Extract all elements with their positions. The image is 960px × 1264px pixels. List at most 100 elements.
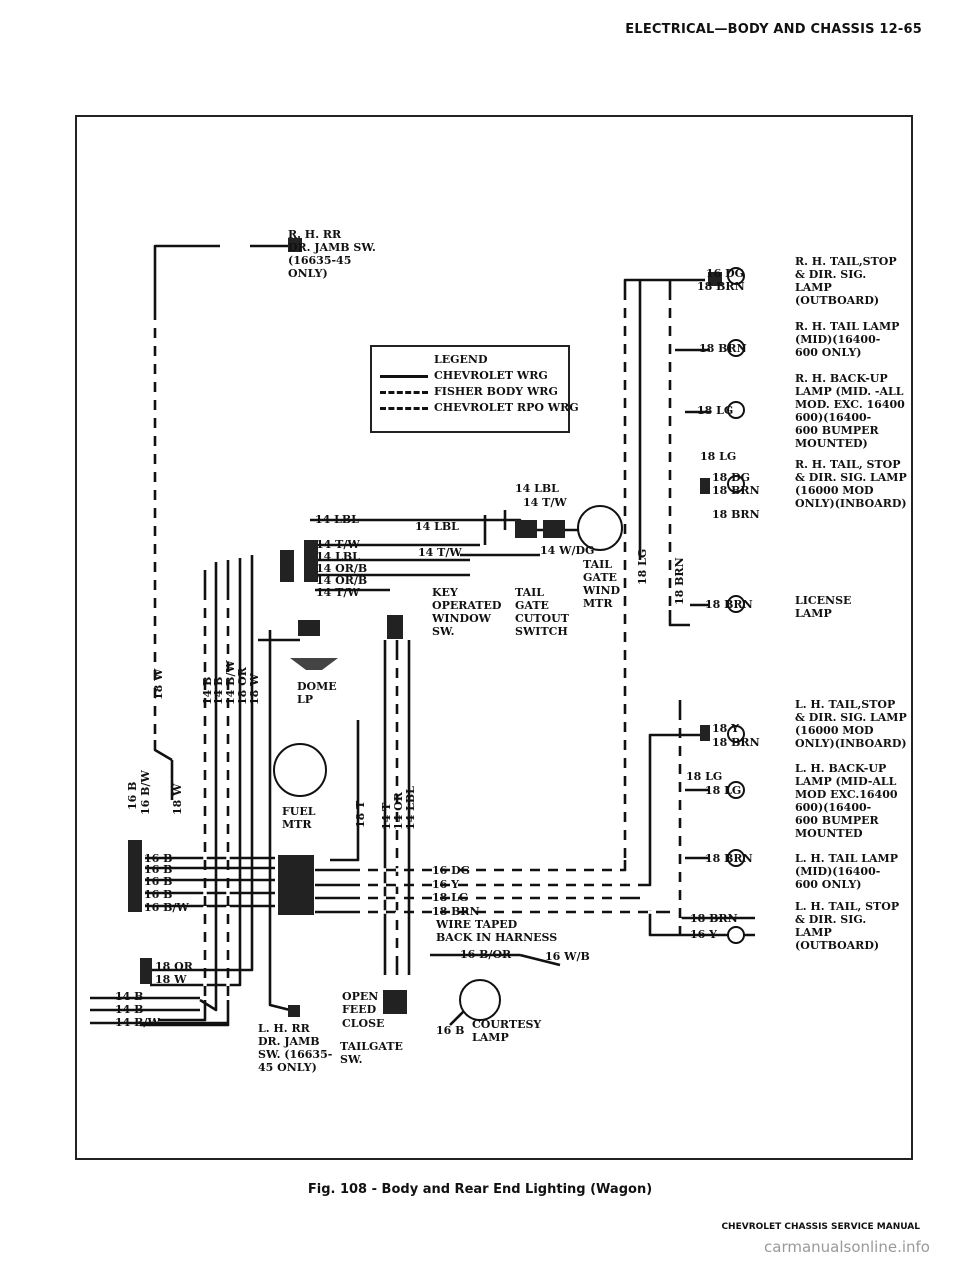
rh-tail-outboard-bulb [727, 267, 745, 285]
wire-label: 16 Y [432, 878, 459, 891]
wire-label: 14 LBL [515, 482, 559, 495]
page-header: ELECTRICAL—BODY AND CHASSIS 12-65 [625, 22, 922, 37]
wire-label: 18 OR [155, 960, 194, 973]
wire-label: 14 W/DG [540, 544, 594, 557]
license-lamp-label: LICENSE LAMP [795, 594, 852, 620]
manual-footer: CHEVROLET CHASSIS SERVICE MANUAL [721, 1222, 920, 1232]
wire-label: 18 BRN [712, 484, 760, 497]
wire-label: 14 OR/B [316, 562, 367, 575]
tailgate-sw-connector [387, 615, 403, 639]
wire-label: 16 B/OR [460, 948, 512, 961]
close-label: CLOSE [342, 1017, 385, 1030]
wire-label: 18 LG [697, 404, 733, 417]
figure-caption: Fig. 108 - Body and Rear End Lighting (W… [307, 1182, 653, 1197]
wire-label: 16 B [144, 852, 172, 865]
rh-backup-bulb [727, 401, 745, 419]
l-18or-connector [140, 958, 152, 972]
lh-backup-bulb [727, 781, 745, 799]
upper-connector-b [304, 540, 318, 582]
wire-label: 14 T/W [316, 538, 360, 551]
rh-inboard-bulb [727, 475, 745, 493]
fuel-meter-label: FUEL MTR [282, 805, 316, 831]
open-feed-label: OPEN FEED [342, 990, 379, 1016]
wire-label: 18 OR [236, 666, 249, 705]
rh-inboard-connector [700, 478, 710, 494]
wire-label: 18 W [171, 783, 184, 815]
wire-label: 14 B [212, 677, 225, 705]
key-switch-label: KEY OPERATED WINDOW SW. [432, 586, 502, 638]
legend-box: LEGEND CHEVROLET WRG FISHER BODY WRG CHE… [370, 345, 579, 433]
wire-label: 16 B [126, 782, 139, 810]
wire-label: 16 B [144, 863, 172, 876]
wire-label: 16 DG [432, 864, 470, 877]
wire-label: 16 DG [706, 267, 744, 280]
wire-label: 14 LBL [404, 786, 417, 830]
wire-label: 16 B [144, 875, 172, 888]
lh-jamb-connector [288, 1005, 300, 1017]
dome-lamp-shape [290, 658, 338, 670]
rh-tail-mid-label: R. H. TAIL LAMP (MID)(16400- 600 ONLY) [795, 320, 900, 359]
tailgate-motor [577, 505, 623, 551]
legend-title: LEGEND [434, 353, 488, 366]
harness-18w [150, 555, 254, 972]
wire-label: 14 T/W [316, 586, 360, 599]
rh-jamb-connector [288, 238, 302, 252]
dome-lamp-label: DOME LP [297, 680, 337, 706]
wire-label: 16 Y [690, 928, 717, 941]
lh-tail-mid-bulb [727, 849, 745, 867]
watermark: carmanualsonline.info [764, 1238, 930, 1256]
harness-18or [150, 558, 242, 987]
lh-jamb-switch-label: L. H. RR DR. JAMB SW. (16635- 45 ONLY) [258, 1022, 333, 1074]
courtesy-lamp [459, 979, 501, 1021]
fuel-gauge [273, 743, 327, 797]
harness-16y [315, 733, 705, 887]
harness-14b-2 [199, 562, 218, 1012]
lh-backup-label: L. H. BACK-UP LAMP (MID-ALL MOD EXC.1640… [795, 762, 898, 840]
wire-label: 14 T/W [418, 546, 462, 559]
tailgate-switch-label: TAILGATE SW. [340, 1040, 403, 1066]
left-connector-block [128, 840, 142, 912]
wire-taped-note: WIRE TAPED BACK IN HARNESS [436, 918, 558, 944]
rh-backup-label: R. H. BACK-UP LAMP (MID. -ALL MOD. EXC. … [795, 372, 905, 450]
tailgate-motor-label: TAIL GATE WIND MTR [583, 558, 621, 610]
tg-connector-b [543, 520, 565, 538]
license-lamp-bulb [727, 595, 745, 613]
wire-label: 14 OR [392, 791, 405, 830]
wire-label: 16 B/W [144, 901, 189, 914]
wire-label: 18 BRN [673, 557, 686, 605]
wire-label: 18 LG [686, 770, 722, 783]
lh-tail-outboard-label: L. H. TAIL, STOP & DIR. SIG. LAMP (OUTBO… [795, 900, 900, 952]
wire-label: 14 LBL [315, 513, 359, 526]
wire-label: 16 B [144, 888, 172, 901]
lh-inboard-connector [700, 725, 710, 741]
wire-label: 18 BRN [690, 912, 738, 925]
wire-label: 14 B [201, 677, 214, 705]
courtesy-lamp-label: COURTESY LAMP [472, 1018, 542, 1044]
wire-label: 14 B [115, 1003, 143, 1016]
wire-label: 14 LBL [316, 550, 360, 563]
wire-label: 18 BRN [705, 852, 753, 865]
wire-label: 18 DG [712, 471, 750, 484]
upper-connector-a [280, 550, 294, 582]
wire-label: 18 BRN [705, 598, 753, 611]
wire-label: 18 BRN [712, 736, 760, 749]
wire-label: 18 T [354, 800, 367, 828]
tailgate-switch-body [383, 990, 407, 1014]
wire-label: 18 BRN [697, 280, 745, 293]
legend-row-chevrolet: CHEVROLET WRG [380, 369, 548, 382]
wire-label: 16 W/B [545, 950, 590, 963]
wire-label: 18 LG [432, 891, 468, 904]
rh-tail-inboard-label: R. H. TAIL, STOP & DIR. SIG. LAMP (16000… [795, 458, 907, 510]
wire-label: 18 BRN [699, 342, 747, 355]
wire-label: 16 B [436, 1024, 464, 1037]
wire-label: 14 B/W [115, 1016, 160, 1029]
wire-label: 18 W [248, 673, 261, 705]
lh-inboard-bulb [727, 725, 745, 743]
rh-tail-outboard-label: R. H. TAIL,STOP & DIR. SIG. LAMP (OUTBOA… [795, 255, 897, 307]
legend-row-rpo: CHEVROLET RPO WRG [380, 401, 579, 414]
wire-label: 18 W [155, 973, 187, 986]
wire-label: 14 T/W [523, 496, 567, 509]
lh-tail-mid-label: L. H. TAIL LAMP (MID)(16400- 600 ONLY) [795, 852, 898, 891]
wire-label: 18 BRN [712, 508, 760, 521]
